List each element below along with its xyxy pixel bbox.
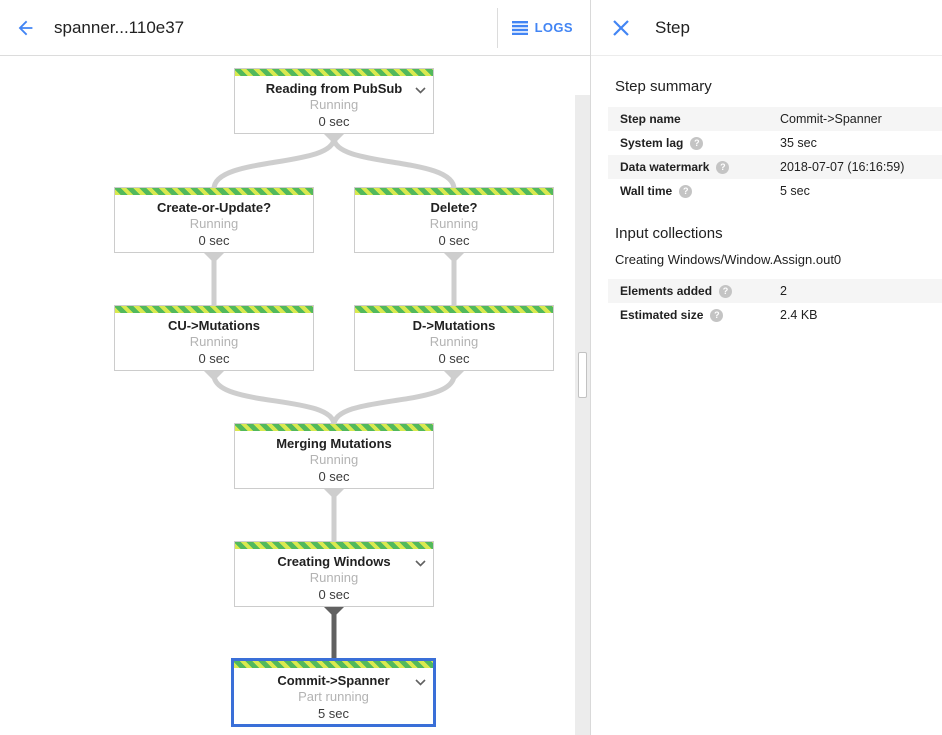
node-title: Reading from PubSub [265,81,403,96]
running-stripe [235,69,433,76]
help-icon[interactable] [679,184,693,198]
node-status: Part running [298,689,369,704]
node-title: Merging Mutations [276,436,392,451]
input-collections-heading: Input collections [615,225,723,242]
panel-header: Step [591,0,942,56]
graph-node-merging-mutations[interactable]: Merging Mutations Running 0 sec [234,423,434,489]
top-header: spanner...110e37 LOGS [0,0,591,56]
row-value: 5 sec [780,184,810,198]
running-stripe [355,306,553,313]
step-summary-heading: Step summary [615,78,712,95]
graph-node-commit-spanner[interactable]: Commit->Spanner Part running 5 sec [231,658,436,727]
help-icon[interactable] [710,308,724,322]
node-time: 0 sec [438,233,470,248]
running-stripe [235,424,433,431]
node-status: Running [189,216,239,231]
graph-node-d-mutations[interactable]: D->Mutations Running 0 sec [354,305,554,371]
step-summary-table: Step name Commit->Spanner System lag 35 … [608,107,942,203]
close-icon[interactable] [611,18,631,38]
input-collection-name: Creating Windows/Window.Assign.out0 [615,252,842,267]
chevron-down-icon[interactable] [415,81,426,99]
logs-button-label: LOGS [534,20,573,35]
row-label: System lag [620,136,684,150]
running-stripe [355,188,553,195]
node-title: D->Mutations [412,318,496,333]
list-icon [511,20,528,35]
chevron-down-icon[interactable] [415,673,426,691]
graph-node-delete[interactable]: Delete? Running 0 sec [354,187,554,253]
graph-node-reading-from-pubsub[interactable]: Reading from PubSub Running 0 sec [234,68,434,134]
node-time: 0 sec [318,587,350,602]
node-time: 0 sec [198,233,230,248]
row-value: Commit->Spanner [780,112,882,126]
node-title: CU->Mutations [167,318,261,333]
graph-node-cu-mutations[interactable]: CU->Mutations Running 0 sec [114,305,314,371]
table-row: Data watermark 2018-07-07 (16:16:59) [608,155,942,179]
table-row: System lag 35 sec [608,131,942,155]
running-stripe [115,188,313,195]
node-status: Running [429,216,479,231]
pipeline-edges [204,134,464,663]
table-row: Estimated size 2.4 KB [608,303,942,327]
graph-node-create-or-update[interactable]: Create-or-Update? Running 0 sec [114,187,314,253]
node-time: 0 sec [438,351,470,366]
node-status: Running [429,334,479,349]
logs-button[interactable]: LOGS [498,0,591,56]
node-time: 0 sec [318,469,350,484]
row-label: Estimated size [620,308,704,322]
row-value: 35 sec [780,136,817,150]
graph-node-creating-windows[interactable]: Creating Windows Running 0 sec [234,541,434,607]
header-divider [496,7,498,48]
panel-divider [590,0,591,735]
node-title: Create-or-Update? [156,200,272,215]
job-title: spanner...110e37 [54,17,185,37]
graph-scrollbar-thumb[interactable] [578,352,587,398]
node-title: Delete? [430,200,478,215]
step-details-panel: Step Step summary Step name Commit->Span… [591,0,942,735]
node-time: 0 sec [318,114,350,129]
help-icon[interactable] [716,160,730,174]
node-status: Running [309,452,359,467]
help-icon[interactable] [719,284,733,298]
running-stripe [115,306,313,313]
running-stripe [234,661,433,668]
node-status: Running [189,334,239,349]
input-collections-table: Elements added 2 Estimated size 2.4 KB [608,279,942,327]
table-row: Elements added 2 [608,279,942,303]
node-title: Creating Windows [277,554,391,569]
node-status: Running [309,570,359,585]
row-label: Data watermark [620,160,710,174]
pipeline-graph-canvas[interactable]: Reading from PubSub Running 0 sec Create… [0,56,576,735]
table-row: Step name Commit->Spanner [608,107,942,131]
row-value: 2018-07-07 (16:16:59) [780,160,905,174]
graph-scrollbar-track[interactable] [575,95,590,735]
node-title: Commit->Spanner [277,673,390,688]
chevron-down-icon[interactable] [415,554,426,572]
back-arrow-icon[interactable] [14,16,38,40]
table-row: Wall time 5 sec [608,179,942,203]
help-icon[interactable] [690,136,704,150]
row-value: 2 [780,284,787,298]
row-label: Wall time [620,184,673,198]
row-label: Step name [620,112,681,126]
panel-title: Step [655,17,690,37]
node-status: Running [309,97,359,112]
running-stripe [235,542,433,549]
node-time: 5 sec [317,706,350,721]
row-value: 2.4 KB [780,308,818,322]
row-label: Elements added [620,284,713,298]
node-time: 0 sec [198,351,230,366]
panel-body: Step summary Step name Commit->Spanner S… [591,78,942,327]
